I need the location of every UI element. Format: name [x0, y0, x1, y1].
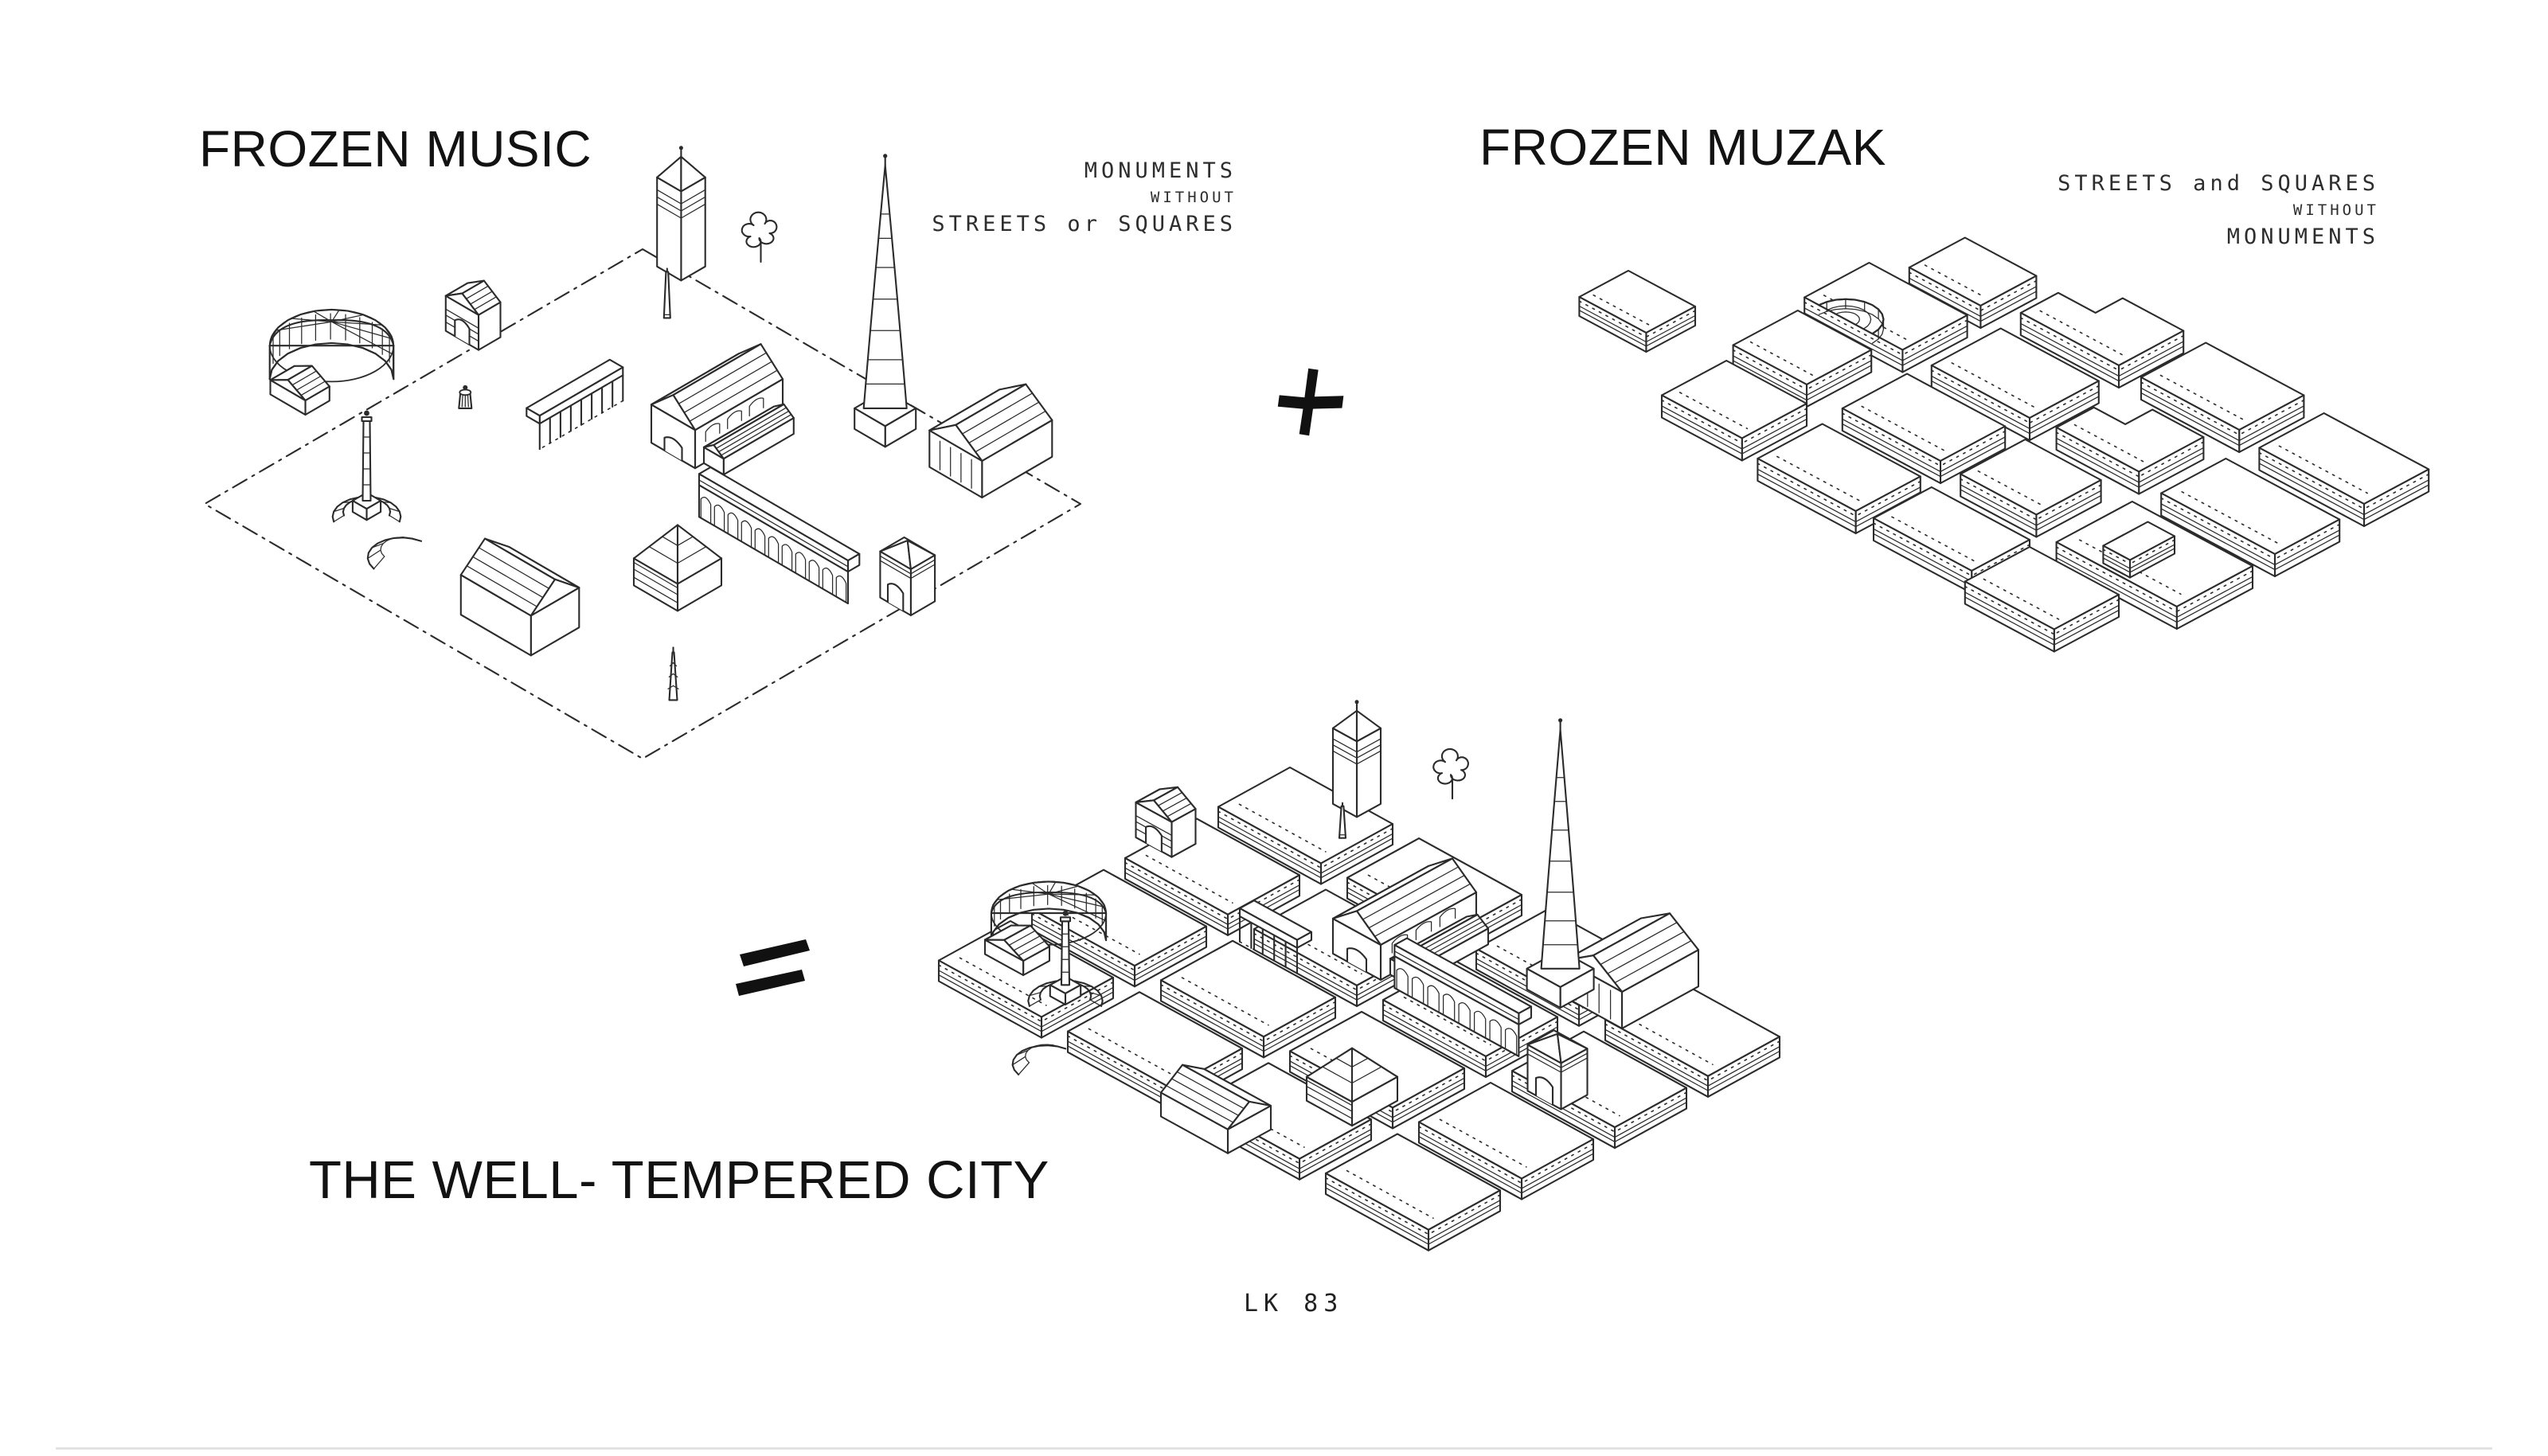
annotation-line: WITHOUT [2292, 201, 2379, 219]
artist-signature: LK 83 [1244, 1290, 1344, 1317]
annotation-line: STREETS and SQUARES [2058, 171, 2379, 196]
frozen-muzak-illustration [1578, 236, 2430, 653]
well-tempered-city-illustration [937, 700, 1781, 1251]
scan-edge-artifact [56, 1447, 2492, 1450]
result-title: THE WELL- TEMPERED CITY [309, 1150, 1049, 1210]
frozen-music-illustration [203, 146, 1082, 760]
annotation-line: MONUMENTS [2226, 224, 2379, 249]
annotation-line: MONUMENTS [1084, 158, 1237, 183]
equals-icon [736, 939, 810, 996]
left-figure-annotation: MONUMENTS WITHOUT STREETS or SQUARES [932, 153, 1237, 236]
right-figure-annotation: STREETS and SQUARES WITHOUT MONUMENTS [2058, 166, 2379, 249]
right-figure-title: FROZEN MUZAK [1479, 119, 1886, 176]
annotation-line: WITHOUT [1150, 189, 1237, 206]
annotation-line: STREETS or SQUARES [932, 212, 1237, 236]
left-figure-title: FROZEN MUSIC [199, 120, 592, 178]
plus-icon [1277, 368, 1344, 436]
